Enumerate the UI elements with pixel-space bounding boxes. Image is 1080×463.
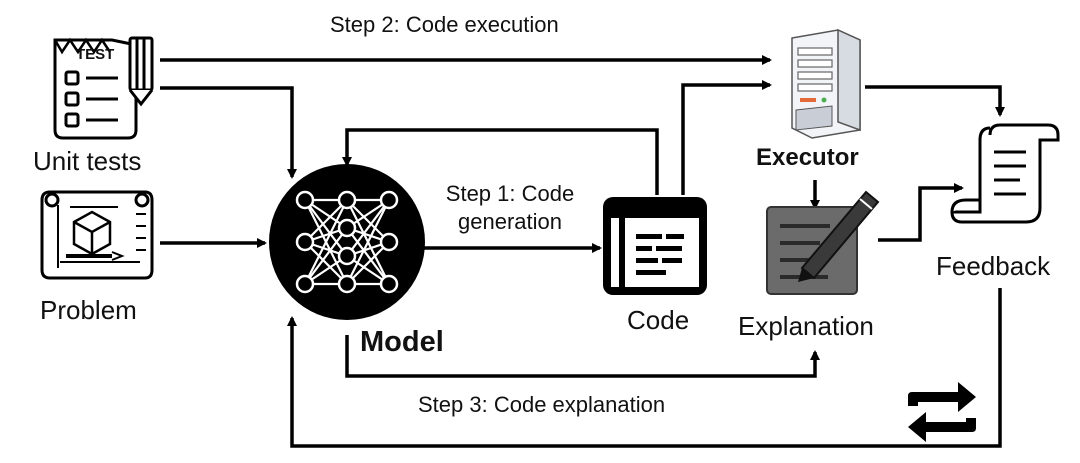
test-badge-label: TEST [76,46,115,63]
computer-tower-icon [791,28,861,139]
problem-label: Problem [40,295,137,325]
blueprint-cube-icon [40,190,154,280]
unit-tests-label: Unit tests [33,146,142,176]
step1-label: Step 1: Code generation [420,180,600,236]
checklist-pencil-icon [53,36,154,140]
neural-network-icon [269,164,425,320]
arrow-code-to-model-loop [342,128,659,195]
scroll-document-icon [950,123,1060,224]
arrow-code-to-executor [681,80,772,195]
arrow-explanation-to-feedback [878,183,964,242]
step1-label-line1: Step 1: Code [445,181,575,206]
explanation-label: Explanation [738,311,874,341]
code-label: Code [627,305,690,335]
arrow-executor-to-feedback [865,85,1005,117]
executor-label: Executor [756,144,859,171]
arrow-unit-tests-to-model [160,86,297,179]
code-window-icon [603,197,707,295]
step1-label-line2: generation [458,209,562,234]
arrow-step3-model-to-explanation [345,335,820,378]
arrow-feedback-to-model [287,288,1002,448]
step3-label: Step 3: Code explanation [418,392,666,417]
model-label: Model [360,326,444,358]
feedback-label: Feedback [936,251,1051,281]
notepad-pen-icon [766,190,880,295]
arrows [160,55,1005,448]
repeat-arrows-icon [908,382,976,442]
step2-label: Step 2: Code execution [330,12,559,37]
